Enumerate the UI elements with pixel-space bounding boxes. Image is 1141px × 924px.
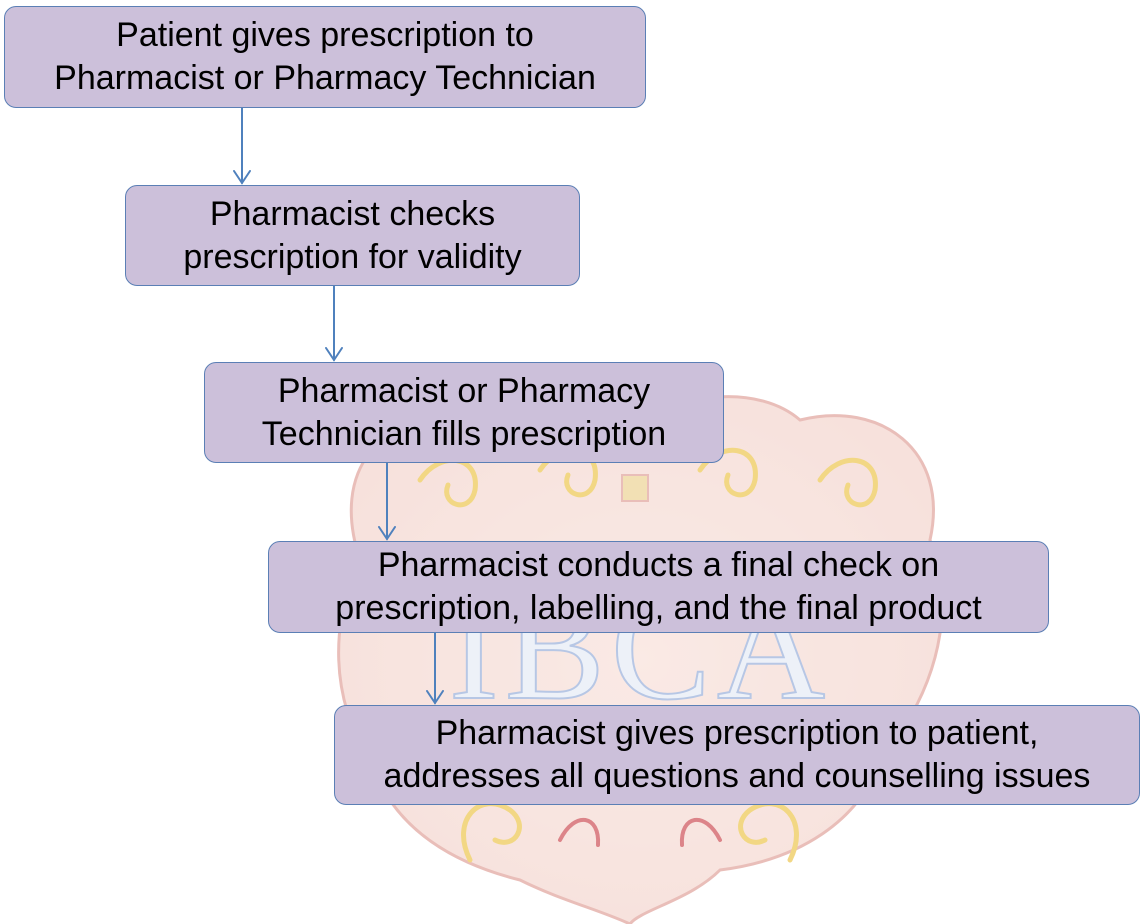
arrow-step4-to-step5 xyxy=(426,632,444,705)
arrow-step2-to-step3 xyxy=(325,285,343,362)
step-5-box: Pharmacist gives prescription to patient… xyxy=(334,705,1140,805)
step-5-text: Pharmacist gives prescription to patient… xyxy=(383,714,1091,795)
arrow-step1-to-step2 xyxy=(233,107,251,185)
step-3-text: Pharmacist or Pharmacy Technician fills … xyxy=(261,371,667,453)
step-4-box: Pharmacist conducts a final check on pre… xyxy=(268,541,1049,633)
step-4-text: Pharmacist conducts a final check on pre… xyxy=(335,546,982,627)
arrow-step3-to-step4 xyxy=(378,462,396,541)
step-3-box: Pharmacist or Pharmacy Technician fills … xyxy=(204,362,724,463)
step-1-box: Patient gives prescription to Pharmacist… xyxy=(4,6,646,108)
step-1-text: Patient gives prescription to Pharmacist… xyxy=(54,16,596,97)
step-2-text: Pharmacist checks prescription for valid… xyxy=(183,194,522,276)
step-2-box: Pharmacist checks prescription for valid… xyxy=(125,185,580,286)
